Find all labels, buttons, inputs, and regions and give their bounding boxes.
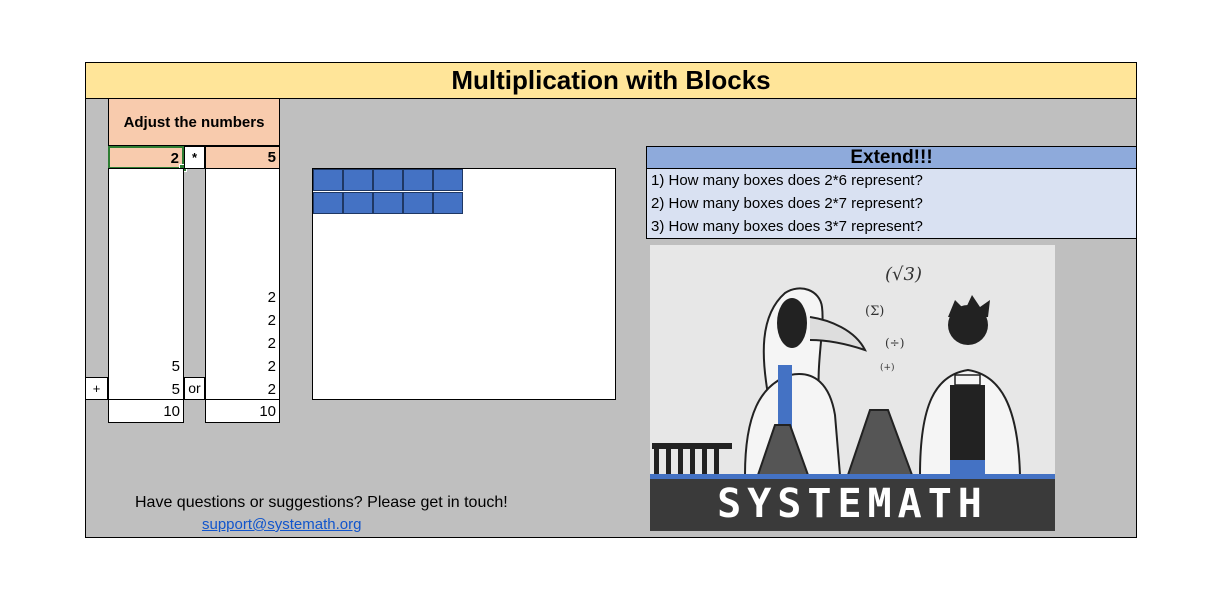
block-cell [343,169,373,191]
page-title: Multiplication with Blocks [85,62,1137,99]
extend-question: 3) How many boxes does 3*7 represent? [651,218,923,235]
svg-text:(√3): (√3) [885,264,922,285]
column-b-value: 2 [267,335,276,352]
svg-text:(+): (+) [880,362,895,373]
extend-questions: 1) How many boxes does 2*6 represent? 2)… [646,168,1137,239]
support-email-link[interactable]: support@systemath.org [202,516,362,533]
block-cell [403,192,433,214]
adjust-numbers-header: Adjust the numbers [108,98,280,146]
column-a-value: 5 [171,358,180,375]
column-a-value: 5 [171,381,180,398]
column-a-addends: 5 5 [108,168,184,400]
logo-wordmark: SYSTEMATH [717,481,988,527]
factor-b-input[interactable]: 5 [205,146,280,169]
column-b-total: 10 [205,399,280,423]
extend-question: 2) How many boxes does 2*7 represent? [651,195,923,212]
factor-a-input[interactable]: 2 [108,146,187,172]
factor-a-value: 2 [170,150,179,167]
column-b-value: 2 [267,381,276,398]
column-a-total: 10 [108,399,184,423]
logo-band [650,479,1055,531]
column-b-value: 2 [267,358,276,375]
column-b-value: 2 [267,312,276,329]
blocks-area [312,168,616,400]
logo-accent-bar [650,474,1055,479]
scientists-illustration: (√3) (Σ) (÷) (+) [652,264,1022,475]
systemath-logo: (√3) (Σ) (÷) (+) SYSTEMATH [650,245,1055,531]
block-cell [313,192,343,214]
contact-message: Have questions or suggestions? Please ge… [135,494,508,511]
svg-text:(Σ): (Σ) [865,304,884,319]
block-cell [433,169,463,191]
block-cell [343,192,373,214]
multiply-operator: * [184,146,205,169]
extend-title: Extend!!! [646,146,1137,169]
column-b-addends: 2 2 2 2 2 [205,168,280,400]
plus-sign: + [85,377,108,400]
extend-question: 1) How many boxes does 2*6 represent? [651,172,923,189]
factor-b-value: 5 [267,149,276,166]
column-b-value: 2 [267,289,276,306]
block-cell [403,169,433,191]
svg-text:(÷): (÷) [885,336,904,350]
or-label: or [184,377,205,400]
block-cell [313,169,343,191]
block-cell [373,169,403,191]
block-cell [373,192,403,214]
block-cell [433,192,463,214]
